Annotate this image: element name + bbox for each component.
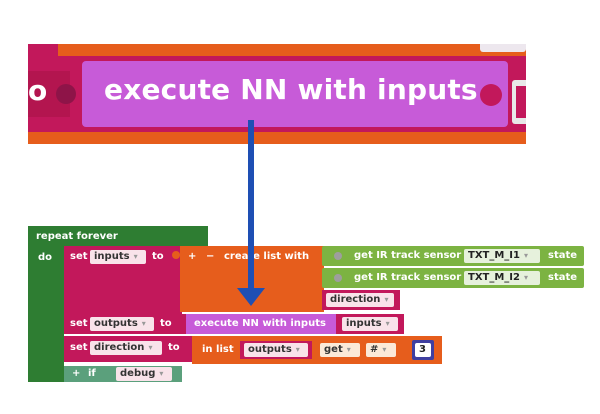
- sensor-name-2: TXT_M_I2: [468, 272, 520, 283]
- chevron-down-icon: ▾: [346, 345, 351, 354]
- repeat-forever-body: do: [28, 246, 64, 382]
- if-block[interactable]: + if debug▾: [64, 366, 182, 382]
- var-outputs-text: outputs: [94, 318, 138, 329]
- chevron-down-icon: ▾: [523, 273, 528, 282]
- state-label: state: [548, 250, 578, 261]
- var-dropdown-debug[interactable]: debug▾: [116, 367, 172, 381]
- chevron-down-icon: ▾: [523, 251, 528, 260]
- repeat-forever-label: repeat forever: [36, 231, 118, 242]
- direction-variable-block[interactable]: direction▾: [322, 290, 400, 310]
- zoom-orange-strip-bottom: [28, 132, 526, 144]
- execute-nn-block[interactable]: execute NN with inputs: [186, 314, 338, 334]
- var-outputs-list-text: outputs: [248, 344, 292, 355]
- sensor-icon: [334, 274, 342, 282]
- mutator-minus-icon[interactable]: −: [206, 251, 215, 262]
- number-block[interactable]: 3: [412, 340, 434, 360]
- mutator-plus-icon[interactable]: +: [72, 368, 81, 379]
- create-list-block[interactable]: + − create list with: [180, 246, 324, 312]
- sensor-dropdown-1[interactable]: TXT_M_I1▾: [464, 249, 540, 263]
- zoom-orange-strip-top: [58, 44, 526, 56]
- get-mode-dropdown[interactable]: get▾: [320, 343, 360, 357]
- var-dropdown-inputs[interactable]: inputs▾: [90, 250, 146, 264]
- chevron-down-icon: ▾: [148, 343, 153, 352]
- var-dropdown-direction[interactable]: direction▾: [326, 293, 394, 307]
- number-field[interactable]: 3: [415, 343, 431, 357]
- to-label: to: [152, 251, 164, 262]
- chevron-down-icon: ▾: [159, 369, 164, 378]
- in-list-label: in list: [202, 344, 234, 355]
- execute-nn-label: execute NN with inputs: [194, 318, 326, 329]
- sensor-label: get IR track sensor: [354, 272, 462, 283]
- set-outputs-block[interactable]: set outputs▾ to: [64, 314, 190, 334]
- inputs-variable-block[interactable]: inputs▾: [336, 314, 404, 334]
- sensor-icon: [334, 252, 342, 260]
- repeat-forever-header[interactable]: repeat forever: [28, 226, 208, 248]
- chevron-down-icon: ▾: [384, 295, 389, 304]
- set-inputs-block[interactable]: set inputs▾ to: [64, 246, 182, 314]
- outputs-variable-block[interactable]: outputs▾: [240, 341, 312, 359]
- list-get-block[interactable]: in list outputs▾ get▾ #▾ 3: [192, 336, 442, 364]
- var-dropdown-outputs-list[interactable]: outputs▾: [244, 343, 308, 357]
- connector-dot: [172, 251, 180, 259]
- if-label: if: [88, 368, 96, 379]
- sensor-dropdown-2[interactable]: TXT_M_I2▾: [464, 271, 540, 285]
- zoom-partial-text: o: [28, 74, 48, 107]
- chevron-down-icon: ▾: [141, 319, 146, 328]
- zoom-connector-right: [480, 84, 502, 106]
- var-dropdown-outputs[interactable]: outputs▾: [90, 317, 154, 331]
- chevron-down-icon: ▾: [295, 345, 300, 354]
- direction-text: direction: [330, 294, 381, 305]
- mutator-plus-icon[interactable]: +: [188, 251, 197, 262]
- set-label: set: [70, 251, 88, 262]
- zoom-block-label: execute NN with inputs: [104, 73, 478, 106]
- chevron-down-icon: ▾: [385, 319, 390, 328]
- state-label: state: [548, 272, 578, 283]
- set-label: set: [70, 318, 88, 329]
- var-dropdown-inputs-arg[interactable]: inputs▾: [342, 317, 398, 331]
- zoom-input-socket-inner: [516, 86, 526, 118]
- var-direction-text: direction: [94, 342, 145, 353]
- to-label: to: [168, 342, 180, 353]
- sensor-name-1: TXT_M_I1: [468, 250, 520, 261]
- get-mode-text: get: [324, 344, 343, 355]
- to-label: to: [160, 318, 172, 329]
- ir-sensor-block-2[interactable]: get IR track sensor TXT_M_I2▾ state: [322, 268, 584, 288]
- var-inputs-arg-text: inputs: [346, 318, 382, 329]
- zoom-partial-block: [480, 44, 526, 52]
- var-dropdown-direction-set[interactable]: direction▾: [90, 341, 162, 355]
- sensor-label: get IR track sensor: [354, 250, 462, 261]
- chevron-down-icon: ▾: [133, 252, 138, 261]
- var-inputs-text: inputs: [94, 251, 130, 262]
- index-mode-text: #: [370, 344, 379, 355]
- index-mode-dropdown[interactable]: #▾: [366, 343, 396, 357]
- create-list-label: create list with: [224, 251, 310, 262]
- do-label: do: [38, 252, 53, 263]
- zoom-execute-nn-block: execute NN with inputs: [82, 61, 508, 127]
- ir-sensor-block-1[interactable]: get IR track sensor TXT_M_I1▾ state: [322, 246, 584, 266]
- zoom-connector-left: [56, 84, 76, 104]
- set-direction-block[interactable]: set direction▾ to: [64, 336, 196, 362]
- set-label: set: [70, 342, 88, 353]
- debug-text: debug: [120, 368, 156, 379]
- chevron-down-icon: ▾: [382, 345, 387, 354]
- zoomed-callout: o execute NN with inputs: [28, 44, 526, 144]
